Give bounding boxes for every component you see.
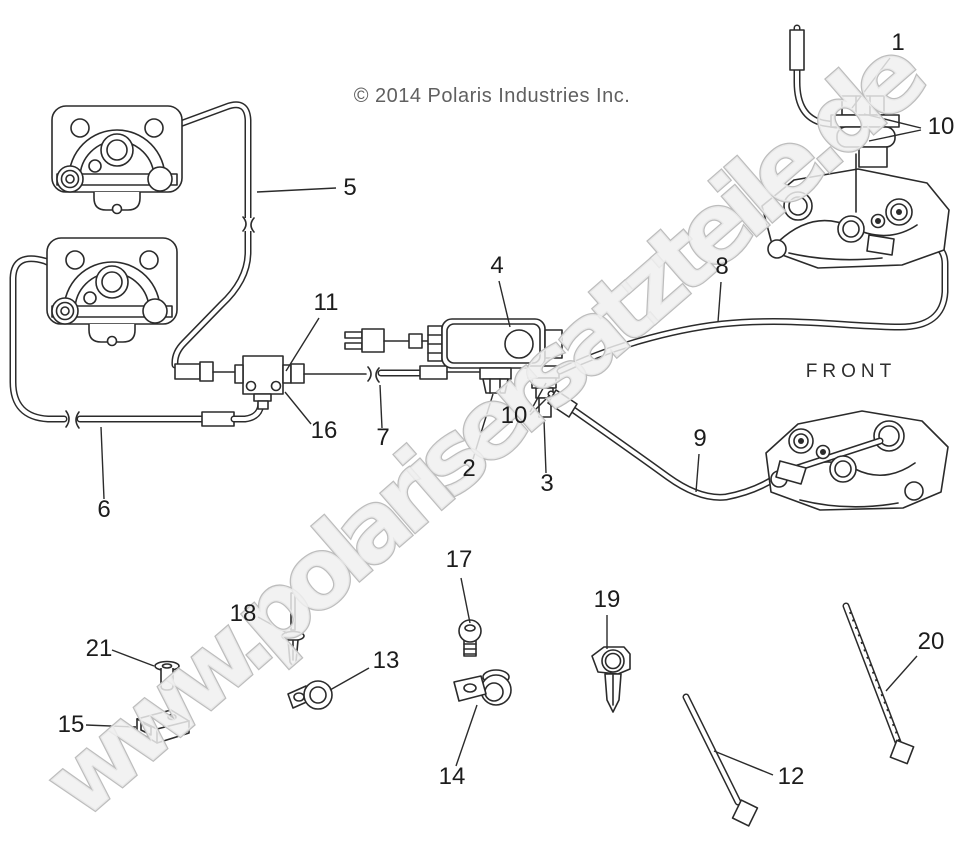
clamp-block-15: [136, 709, 190, 744]
callout-18: 18: [230, 600, 257, 627]
leader-11: [285, 317, 320, 372]
leader-12: [713, 750, 774, 776]
leader-17: [460, 577, 471, 624]
callout-20: 20: [918, 628, 945, 655]
callout-17: 17: [446, 546, 473, 573]
clip-13: [287, 680, 333, 710]
rod-20: [842, 602, 915, 765]
callout-4: 4: [490, 252, 503, 279]
leader-9: [695, 453, 700, 493]
leader-20: [885, 655, 918, 692]
leader-8: [717, 281, 722, 323]
callout-6: 6: [97, 496, 110, 523]
clip-14: [453, 669, 512, 706]
callout-7: 7: [376, 424, 389, 451]
push-pin-18: [281, 592, 305, 666]
brake-line-7: [290, 363, 485, 384]
callout-10: 10: [501, 402, 528, 429]
leader-21: [111, 649, 155, 667]
leader-5: [256, 187, 337, 193]
leader-14: [455, 704, 478, 767]
brake-line-8: [556, 238, 949, 375]
front-caliper-upper: [51, 105, 183, 215]
callout-9: 9: [693, 425, 706, 452]
callout-12: 12: [778, 763, 805, 790]
master-cylinder: [344, 318, 563, 418]
leader-18: [257, 616, 288, 634]
leader-3: [543, 419, 547, 474]
leader-10a-1: [863, 113, 922, 129]
leader-16: [284, 391, 312, 425]
callout-3: 3: [540, 470, 553, 497]
callout-1: 1: [891, 29, 904, 56]
screw-17: [458, 619, 482, 657]
rod-12: [682, 693, 759, 827]
rear-caliper-upper: [761, 153, 950, 269]
leader-10b-1: [529, 382, 547, 413]
callout-13: 13: [373, 647, 400, 674]
callout-layer: 1 10 5 4 8 11 16 7 2 10 3 9 6 17 18 19 21 13 20 15 14 12: [58, 29, 955, 790]
leader-10a-2: [868, 129, 922, 142]
leader-13: [329, 667, 370, 691]
eyelet-pin-19: [591, 646, 631, 713]
copyright-text: © 2014 Polaris Industries Inc.: [354, 85, 631, 107]
callout-5: 5: [343, 174, 356, 201]
leader-lines: [85, 57, 922, 776]
leader-15: [85, 724, 137, 728]
leader-2: [472, 393, 494, 460]
callout-21: 21: [86, 635, 113, 662]
junction-block: [234, 355, 292, 410]
front-label: FRONT: [806, 361, 896, 382]
front-caliper-lower: [46, 237, 178, 347]
leader-1: [851, 57, 891, 109]
callout-16: 16: [311, 417, 338, 444]
leader-4: [498, 280, 511, 328]
callout-11: 11: [314, 289, 339, 316]
callout-19: 19: [594, 586, 621, 613]
callout-2: 2: [462, 455, 475, 482]
brake-line-9: [547, 389, 791, 501]
leader-7: [379, 384, 383, 429]
leader-10b-2: [529, 394, 551, 416]
leader-6: [100, 426, 105, 500]
banjo-bolt-assembly: [789, 24, 900, 168]
rear-caliper-lower: [765, 410, 949, 511]
callout-15: 15: [58, 711, 85, 738]
line-art-layer: © 2014 Polaris Industries Inc. FRONT: [9, 24, 950, 827]
brake-line-5: [116, 101, 256, 382]
callout-10: 10: [928, 113, 955, 140]
callout-8: 8: [715, 253, 728, 280]
rivet-21: [154, 660, 180, 691]
callout-14: 14: [439, 763, 466, 790]
